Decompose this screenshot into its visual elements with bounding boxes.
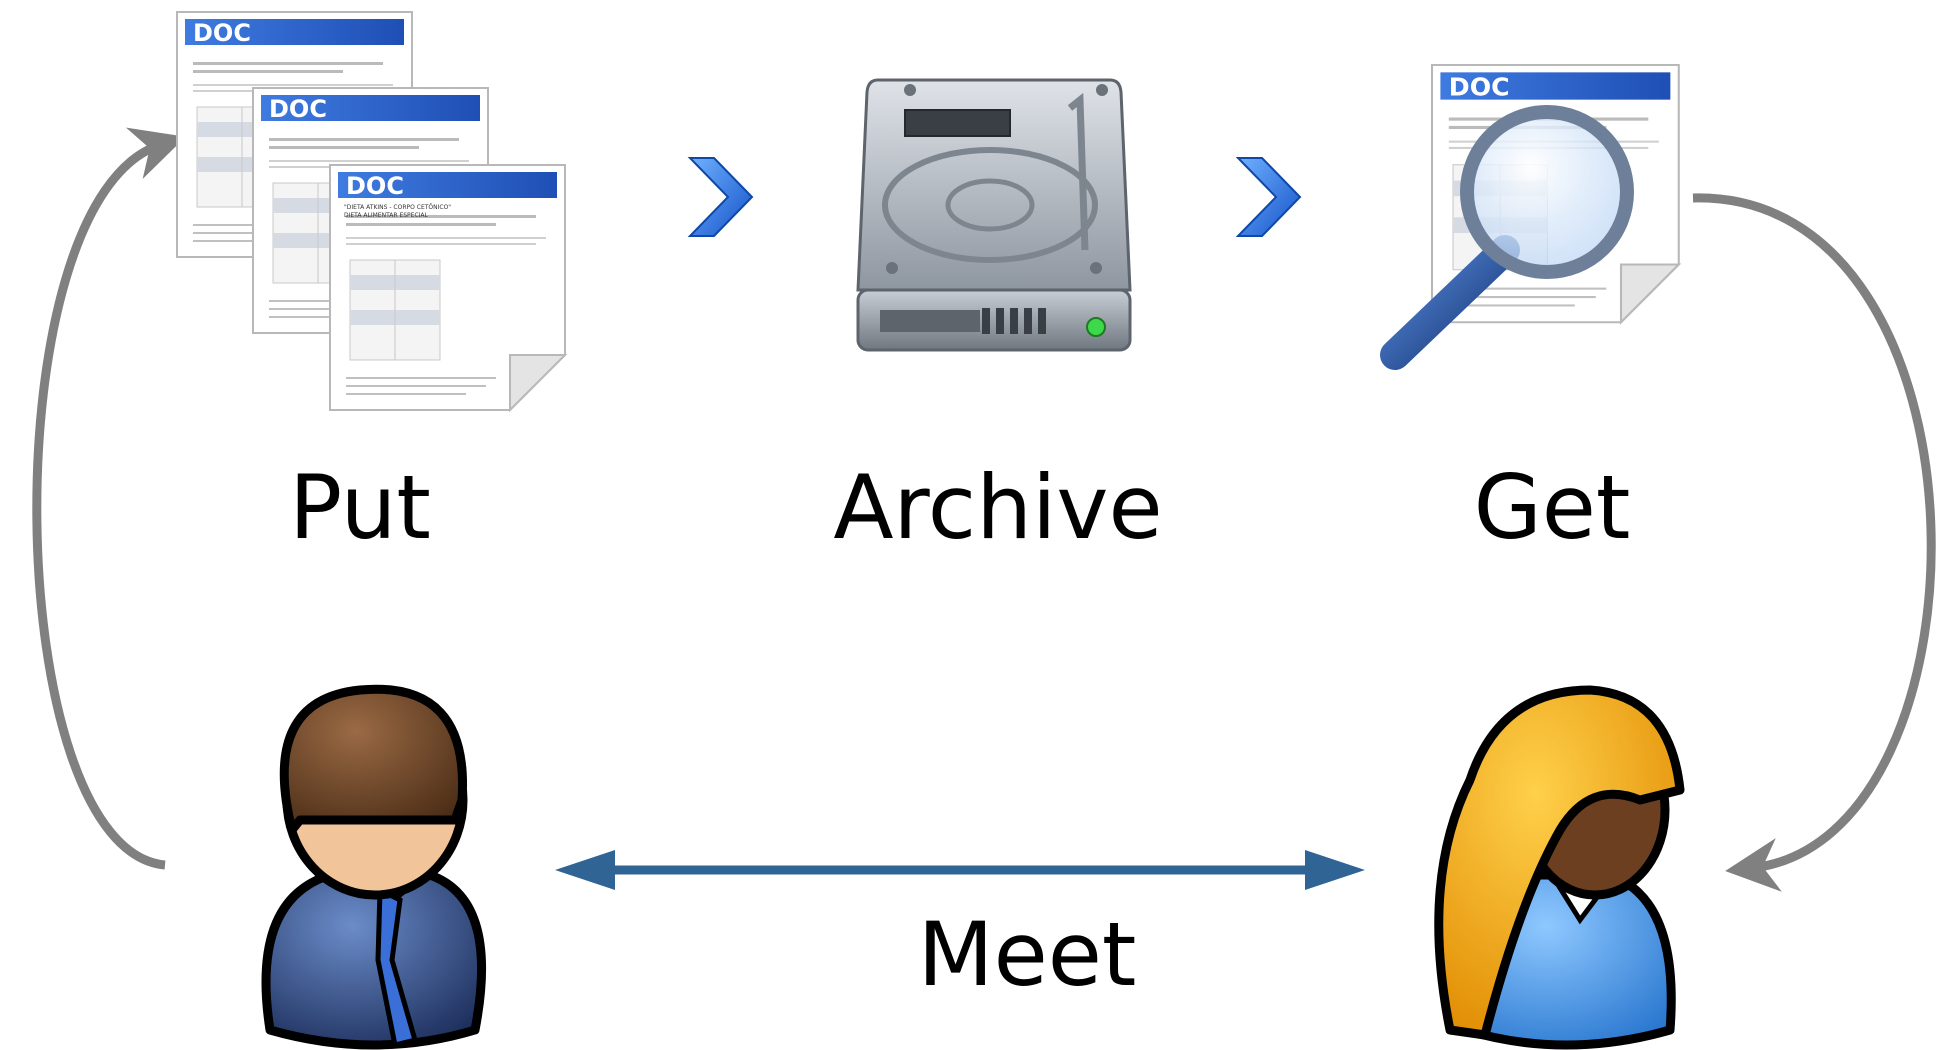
meet-double-arrow bbox=[555, 850, 1365, 890]
document-heading-1: "DIETA ATKINS - CORPO CETÔNICO" bbox=[344, 204, 451, 211]
chevron-right-icon bbox=[1235, 157, 1302, 237]
cycle-arrow-right bbox=[1692, 193, 1936, 892]
archive-label: Archive bbox=[833, 456, 1162, 559]
svg-text:DOC: DOC bbox=[346, 172, 404, 200]
document-stack-icon: DOC DOC DOC "DIETA ATKINS - CORPO CETÔNI… bbox=[176, 11, 566, 411]
man-icon bbox=[261, 684, 487, 1050]
put-label: Put bbox=[289, 456, 431, 559]
svg-text:DOC: DOC bbox=[193, 19, 251, 47]
cycle-arrow-left bbox=[32, 127, 186, 870]
meet-label: Meet bbox=[918, 903, 1137, 1006]
document-heading-2: DIETA ALIMENTAR ESPECIAL bbox=[344, 212, 429, 219]
chevron-right-icon bbox=[687, 157, 754, 237]
hard-drive-icon bbox=[856, 78, 1132, 352]
woman-icon bbox=[1434, 685, 1685, 1050]
svg-text:DOC: DOC bbox=[1449, 72, 1510, 101]
svg-text:DOC: DOC bbox=[269, 95, 327, 123]
get-label: Get bbox=[1474, 456, 1631, 559]
document-search-icon: DOC bbox=[1380, 63, 1680, 370]
